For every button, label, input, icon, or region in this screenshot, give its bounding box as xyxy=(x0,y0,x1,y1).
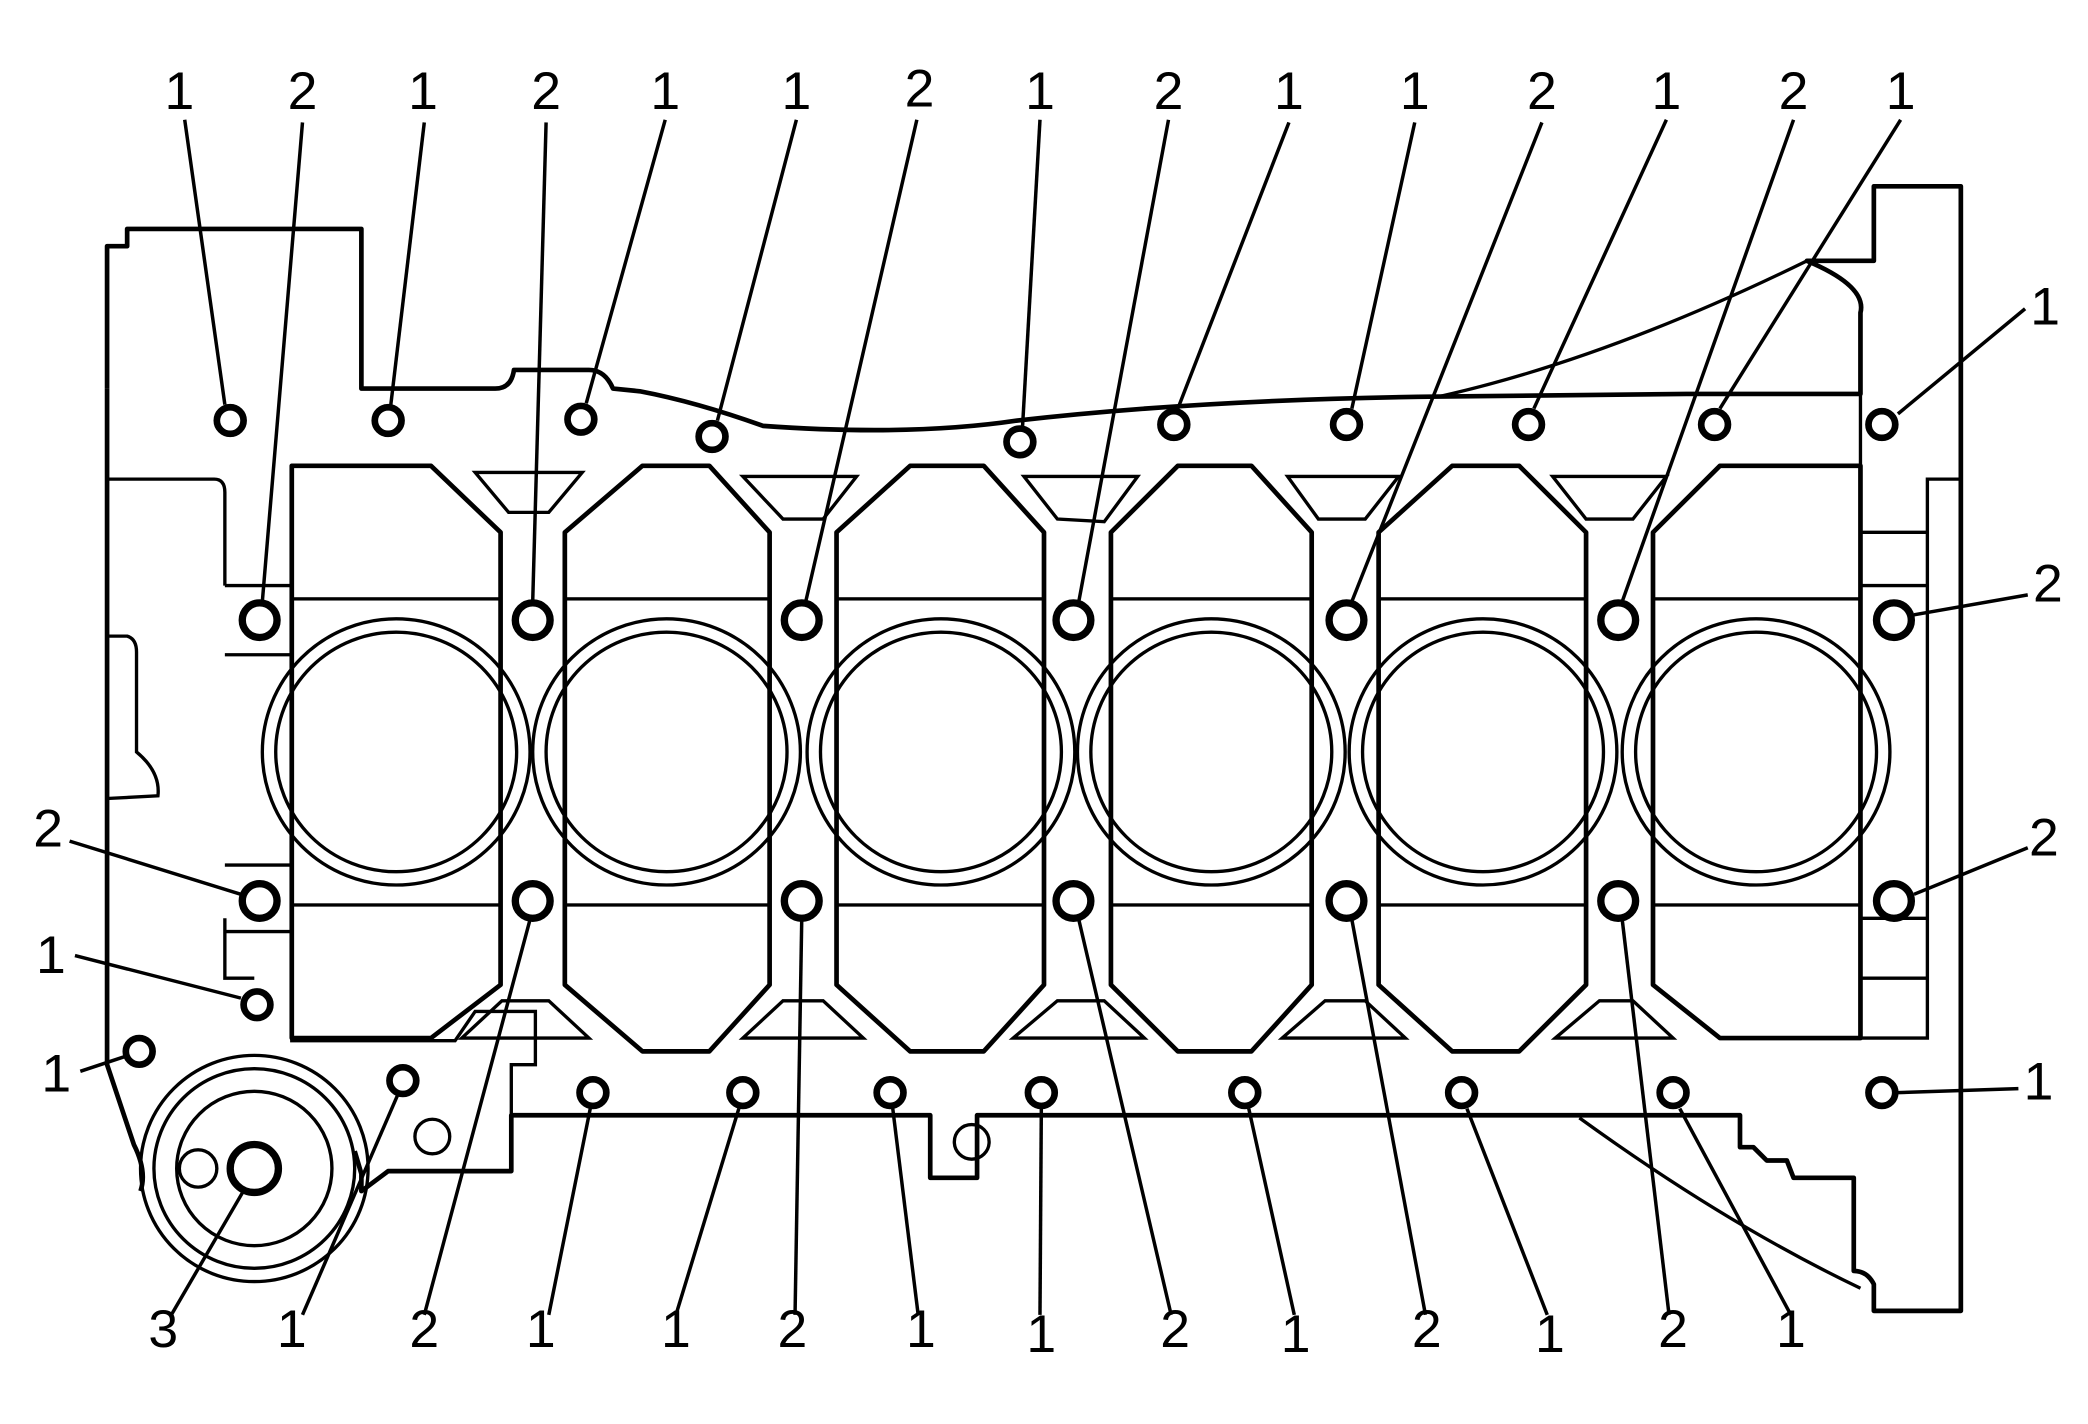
callout-label: 1 xyxy=(2030,278,2060,337)
callouts-bottom: 3 1 2 1 1 2 1 1 2 1 2 1 2 1 xyxy=(148,1300,1805,1364)
callout-label: 1 xyxy=(36,926,66,985)
callout-label: 1 xyxy=(277,1300,307,1359)
callout-label: 1 xyxy=(1274,62,1304,121)
callout-label: 2 xyxy=(33,800,63,859)
callout-label: 1 xyxy=(650,62,680,121)
callout-label: 1 xyxy=(1776,1300,1806,1359)
callout-label: 2 xyxy=(1527,62,1557,121)
callout-label: 2 xyxy=(531,62,561,121)
callout-label: 3 xyxy=(148,1300,178,1359)
callout-label: 2 xyxy=(409,1300,439,1359)
callout-label: 1 xyxy=(906,1300,936,1359)
callout-label: 2 xyxy=(2029,809,2059,868)
callout-label: 1 xyxy=(661,1300,691,1359)
callout-label: 2 xyxy=(905,60,935,119)
callout-label: 2 xyxy=(777,1300,807,1359)
callouts-left: 2 1 1 xyxy=(33,800,71,1104)
callouts-top: 1 2 1 2 1 1 2 1 2 1 1 2 1 2 1 xyxy=(164,60,1915,121)
callout-label: 2 xyxy=(1779,62,1809,121)
callout-label: 2 xyxy=(288,62,318,121)
callout-label: 1 xyxy=(408,62,438,121)
callout-label: 1 xyxy=(2024,1052,2054,1111)
callout-label: 1 xyxy=(1026,1305,1056,1364)
callouts-right: 1 2 2 1 xyxy=(2024,278,2063,1111)
callout-label: 1 xyxy=(1886,62,1916,121)
callout-label: 1 xyxy=(41,1044,71,1103)
bolts xyxy=(122,402,1916,1110)
callout-label: 1 xyxy=(1281,1305,1311,1364)
callout-label: 1 xyxy=(1400,62,1430,121)
web-windows xyxy=(457,470,1678,1040)
bearing-bays xyxy=(224,463,1928,1054)
callout-label: 1 xyxy=(781,62,811,121)
callout-label: 1 xyxy=(1535,1305,1565,1364)
callout-label: 2 xyxy=(1154,62,1184,121)
callout-label: 2 xyxy=(1658,1300,1688,1359)
callout-label: 1 xyxy=(1651,62,1681,121)
leader-lines xyxy=(69,118,2029,1316)
callout-label: 2 xyxy=(1160,1300,1190,1359)
callout-label: 1 xyxy=(1025,62,1055,121)
callout-label: 1 xyxy=(526,1300,556,1359)
callout-label: 1 xyxy=(164,62,194,121)
callout-label: 2 xyxy=(1412,1300,1442,1359)
callout-label: 2 xyxy=(2033,555,2063,614)
crank-seal-housing xyxy=(138,1053,991,1284)
block-outline xyxy=(104,183,1964,1314)
crank-journals xyxy=(260,597,1892,907)
